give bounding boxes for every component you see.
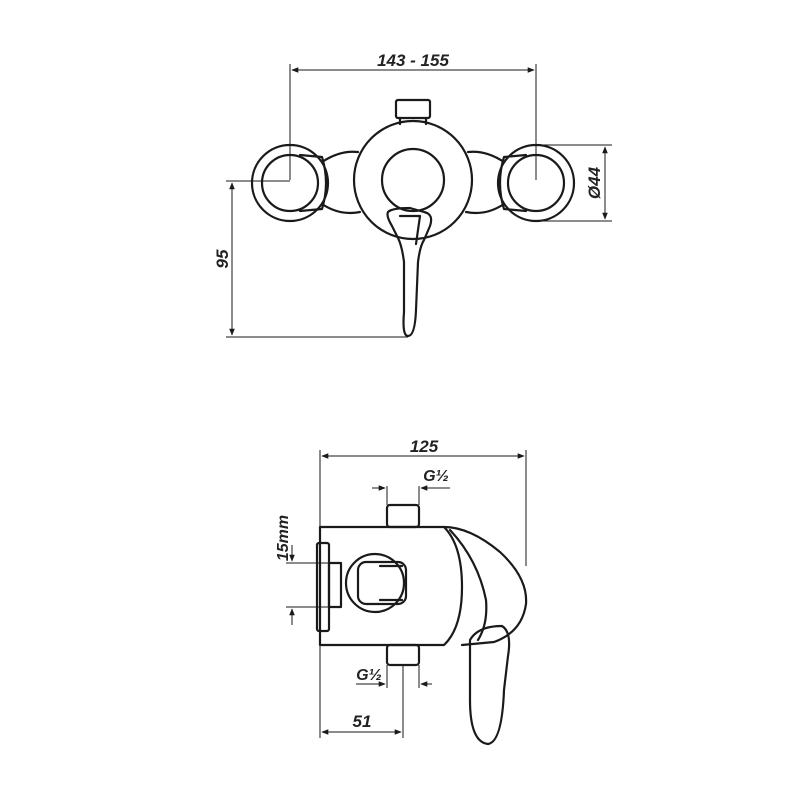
- dim-side-pipe-label: 15mm: [275, 515, 292, 561]
- dim-side-inlet-top-label: G½: [423, 468, 449, 485]
- dim-side-depth: 51: [319, 645, 404, 738]
- side-bottom-inlet: [385, 643, 421, 667]
- valve-cartridge: [380, 147, 446, 213]
- side-view: 125 G½ G½ 15mm: [275, 437, 528, 746]
- dim-top-width: 143 - 155: [289, 51, 537, 180]
- dim-side-width: 125: [319, 437, 527, 566]
- dim-side-depth-label: 51: [353, 712, 372, 731]
- dim-top-diameter-label: Ø44: [585, 166, 604, 199]
- side-flange: [315, 541, 331, 633]
- dim-top-height-label: 95: [213, 249, 232, 268]
- top-inlet: [394, 98, 432, 120]
- dim-side-inlet-bottom-label: G½: [356, 667, 382, 684]
- left-arm: [320, 150, 362, 215]
- dim-side-inlet-top: G½: [372, 468, 450, 505]
- dim-side-width-label: 125: [410, 437, 439, 456]
- side-body: [318, 525, 464, 647]
- right-arm: [464, 150, 506, 215]
- valve-body: [352, 119, 474, 241]
- top-view: 143 - 155 95 Ø44: [213, 51, 612, 338]
- side-connector: [344, 552, 408, 614]
- side-dome: [442, 525, 528, 647]
- side-top-inlet: [385, 503, 421, 529]
- lever-handle: [386, 206, 433, 338]
- side-lever: [468, 624, 511, 746]
- dim-top-diameter: Ø44: [540, 144, 612, 222]
- dim-side-inlet-bottom: G½: [356, 665, 432, 688]
- dim-top-width-label: 143 - 155: [377, 51, 449, 70]
- dim-top-height: 95: [213, 180, 408, 338]
- side-nut: [327, 561, 343, 609]
- dim-side-pipe: 15mm: [275, 515, 329, 625]
